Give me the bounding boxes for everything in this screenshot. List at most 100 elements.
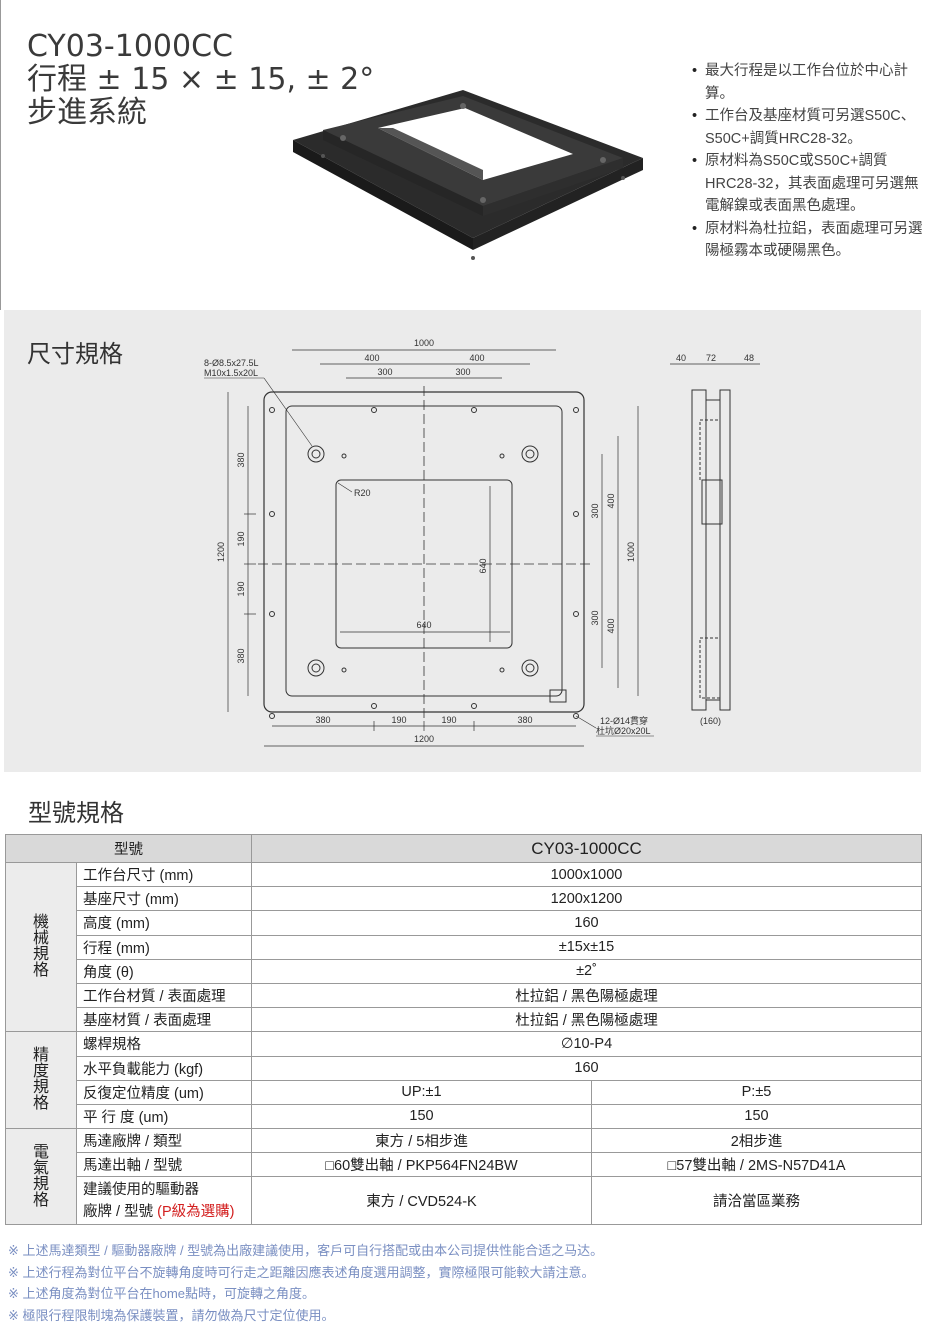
row-value: 150 [251, 1103, 592, 1130]
title-system: 步進系統 [27, 95, 147, 130]
row-label: 水平負載能力 (kgf) [76, 1055, 252, 1081]
dim-left-1200: 1200 [216, 542, 226, 562]
title-stroke: 行程 ± 15 × ± 15, ± 2° [27, 62, 375, 97]
dim-bottom-380b: 380 [517, 715, 532, 725]
row-value: ∅10-P4 [251, 1031, 922, 1057]
dim-side-72: 72 [706, 353, 716, 363]
row-label: 基座材質 / 表面處理 [76, 1007, 252, 1033]
row-label: 行程 (mm) [76, 934, 252, 960]
table-row: 平 行 度 (um) 150 150 [6, 1103, 922, 1130]
dim-right-400a: 400 [606, 493, 616, 508]
row-label: 反復定位精度 (um) [76, 1079, 252, 1105]
row-value: P:±5 [591, 1079, 922, 1105]
group-mechanical: 機械規格 [5, 861, 77, 1033]
dim-top-400a: 400 [364, 353, 379, 363]
row-label: 平 行 度 (um) [76, 1103, 252, 1130]
group-electrical: 電氣規格 [5, 1128, 77, 1226]
table-header-row: 型號 CY03-1000CC [5, 834, 922, 863]
dim-left-190b: 190 [236, 581, 246, 596]
driver-label-line1: 建議使用的驅動器 [83, 1181, 199, 1198]
dim-left-190a: 190 [236, 531, 246, 546]
table-row: 角度 (θ) ±2˚ [6, 958, 922, 984]
table-row: 基座材質 / 表面處理 杜拉鋁 / 黑色陽極處理 [6, 1007, 922, 1033]
product-header: CY03-1000CC 行程 ± 15 × ± 15, ± 2° 步進系統 最大… [0, 0, 940, 310]
hole-spec-1: 8-Ø8.5x27.5L [204, 358, 259, 368]
row-value: 東方 / 5相步進 [251, 1128, 592, 1154]
table-row: 行程 (mm) ±15x±15 [6, 934, 922, 960]
row-label: 建議使用的驅動器 廠牌 / 型號 (P級為選購) [76, 1176, 252, 1226]
dim-right-1000: 1000 [626, 542, 636, 562]
row-label: 工作台材質 / 表面處理 [76, 982, 252, 1009]
dim-side-40: 40 [676, 353, 686, 363]
driver-label-line2: 廠牌 / 型號 [83, 1203, 154, 1220]
table-row: 建議使用的驅動器 廠牌 / 型號 (P級為選購) 東方 / CVD524-K 請… [6, 1176, 922, 1226]
dim-left-380a: 380 [236, 452, 246, 467]
spec-title: 型號規格 [28, 799, 124, 827]
row-label: 工作台尺寸 (mm) [76, 861, 252, 888]
dim-right-300b: 300 [590, 610, 600, 625]
dim-top-1000: 1000 [414, 338, 434, 348]
row-value: 160 [251, 1055, 922, 1081]
row-label: 螺桿規格 [76, 1031, 252, 1057]
footnotes: ※ 上述馬達類型 / 驅動器廠牌 / 型號為出廠建議使用，客戶可自行搭配或由本公… [8, 1240, 603, 1326]
row-value: 杜拉鋁 / 黑色陽極處理 [251, 1007, 922, 1033]
product-title: CY03-1000CC 行程 ± 15 × ± 15, ± 2° 步進系統 [27, 30, 374, 129]
dim-top-300a: 300 [377, 367, 392, 377]
footnote: ※ 上述行程為對位平台不旋轉角度時可行走之距離因應表述角度選用調整，實際極限可能… [8, 1264, 595, 1280]
dim-inner-640-h: 640 [416, 620, 431, 630]
row-value: ±2˚ [251, 958, 922, 984]
spec-table: 型號 CY03-1000CC 機械規格 工作台尺寸 (mm) 1000x1000… [5, 834, 922, 1226]
row-value: 160 [251, 910, 922, 936]
dim-bottom-190a: 190 [391, 715, 406, 725]
feature-item: 工作台及基座材質可另選S50C、S50C+調質HRC28-32。 [691, 105, 931, 150]
row-value: 150 [591, 1103, 922, 1130]
dim-side-48: 48 [744, 353, 754, 363]
footnote: ※ 上述角度為對位平台在home點時，可旋轉之角度。 [8, 1286, 316, 1301]
table-row: 電氣規格 馬達廠牌 / 類型 東方 / 5相步進 2相步進 [5, 1128, 922, 1226]
header-label: 型號 [5, 834, 252, 863]
dim-right-300a: 300 [590, 503, 600, 518]
optional-note: (P級為選購) [157, 1203, 235, 1220]
row-value: 東方 / CVD524-K [251, 1176, 592, 1226]
feature-item: 原材料為杜拉鋁，表面處理可另選陽極霧本或硬陽黑色。 [691, 218, 931, 263]
dim-left-380b: 380 [236, 648, 246, 663]
top-view-drawing: 1000 400 400 300 300 8-Ø8.5x27.5L M10x1.… [204, 338, 654, 747]
feature-list: 最大行程是以工作台位於中心計算。 工作台及基座材質可另選S50C、S50C+調質… [691, 60, 931, 263]
row-label: 高度 (mm) [76, 910, 252, 936]
table-row: 機械規格 工作台尺寸 (mm) 1000x1000 [5, 861, 922, 1033]
dim-bottom-190b: 190 [441, 715, 456, 725]
dimension-section: 尺寸規格 1000 [4, 310, 921, 772]
feature-item: 原材料為S50C或S50C+調質HRC28-32，其表面處理可另選無電解鎳或表面… [691, 150, 931, 218]
dim-inner-640-v: 640 [478, 558, 488, 573]
dim-right-400b: 400 [606, 618, 616, 633]
group-precision: 精度規格 [5, 1031, 77, 1130]
table-row: 反復定位精度 (um) UP:±1 P:±5 [6, 1079, 922, 1105]
side-view-drawing: 40 72 48 (160) [670, 353, 760, 726]
feature-item: 最大行程是以工作台位於中心計算。 [691, 60, 931, 105]
row-value: □60雙出軸 / PKP564FN24BW [251, 1152, 592, 1178]
row-value: 請洽當區業務 [591, 1176, 922, 1226]
table-row: 水平負載能力 (kgf) 160 [6, 1055, 922, 1081]
row-value: 2相步進 [591, 1128, 922, 1154]
radius-r20: R20 [354, 488, 371, 498]
dim-bottom-1200: 1200 [414, 734, 434, 744]
row-label: 馬達出軸 / 型號 [76, 1152, 252, 1178]
table-row: 工作台材質 / 表面處理 杜拉鋁 / 黑色陽極處理 [6, 982, 922, 1009]
through-hole-2: 杜坑Ø20x20L [596, 725, 651, 736]
row-label: 馬達廠牌 / 類型 [76, 1128, 252, 1154]
row-value: 1000x1000 [251, 861, 922, 888]
table-row: 基座尺寸 (mm) 1200x1200 [6, 886, 922, 912]
hole-spec-2: M10x1.5x20L [204, 368, 258, 378]
row-value: ±15x±15 [251, 934, 922, 960]
title-model: CY03-1000CC [27, 29, 233, 64]
through-hole-1: 12-Ø14貫穿 [600, 715, 648, 726]
table-row: 馬達出軸 / 型號 □60雙出軸 / PKP564FN24BW □57雙出軸 /… [6, 1152, 922, 1178]
table-row: 高度 (mm) 160 [6, 910, 922, 936]
row-value: □57雙出軸 / 2MS-N57D41A [591, 1152, 922, 1178]
product-image [293, 90, 643, 260]
header-model: CY03-1000CC [251, 834, 922, 863]
row-value: 杜拉鋁 / 黑色陽極處理 [251, 982, 922, 1009]
row-label: 基座尺寸 (mm) [76, 886, 252, 912]
row-value: UP:±1 [251, 1079, 592, 1105]
footnote: ※ 上述馬達類型 / 驅動器廠牌 / 型號為出廠建議使用，客戶可自行搭配或由本公… [8, 1243, 604, 1258]
